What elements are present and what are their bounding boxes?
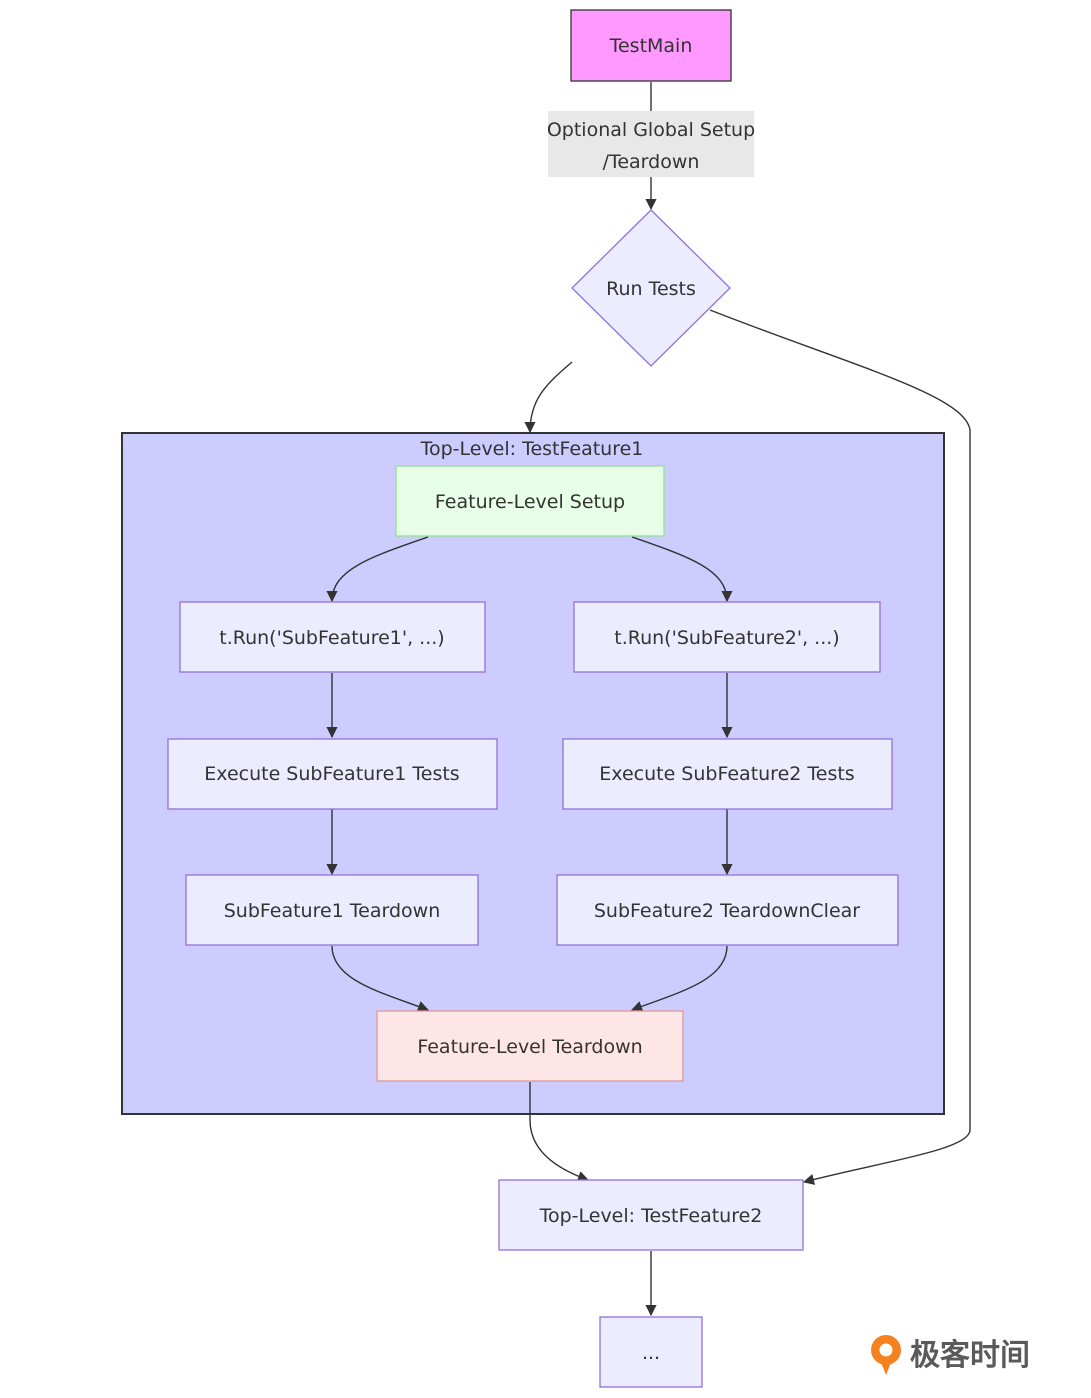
edge-teardown2-to-featureteardown bbox=[630, 945, 728, 1012]
node-subfeature2-teardown-label: SubFeature2 TeardownClear bbox=[594, 900, 860, 922]
node-ellipsis-label: ... bbox=[642, 1342, 660, 1364]
node-execute-subfeature1-label: Execute SubFeature1 Tests bbox=[204, 763, 459, 785]
node-feature-setup: Feature-Level Setup bbox=[395, 465, 665, 537]
node-run-subfeature1-label: t.Run('SubFeature1', ...) bbox=[219, 627, 444, 649]
brand-text: 极客时间 bbox=[910, 1338, 1030, 1373]
node-run-tests-label: Run Tests bbox=[606, 278, 696, 300]
edges bbox=[326, 82, 971, 1317]
edge-setup-to-runsub1 bbox=[326, 536, 429, 603]
edge-label-line-1: Optional Global Setup bbox=[547, 119, 755, 141]
node-run-tests-decision: Run Tests bbox=[571, 209, 731, 367]
node-subfeature1-teardown: SubFeature1 Teardown bbox=[185, 874, 479, 946]
edge-featureteardown-to-testfeature2 bbox=[529, 1082, 590, 1182]
edge-runtests-to-cluster bbox=[524, 361, 573, 434]
edge-setup-to-runsub2 bbox=[631, 536, 733, 603]
cluster-title: Top-Level: TestFeature1 bbox=[420, 438, 644, 460]
node-testfeature2-label: Top-Level: TestFeature2 bbox=[539, 1205, 763, 1227]
node-run-subfeature2-label: t.Run('SubFeature2', ...) bbox=[614, 627, 839, 649]
edge-label-line-2: /Teardown bbox=[603, 151, 700, 173]
node-subfeature2-teardown: SubFeature2 TeardownClear bbox=[556, 874, 899, 946]
edge-label-global-setup: Optional Global Setup /Teardown bbox=[547, 111, 755, 177]
edge-teardown1-to-featureteardown bbox=[331, 945, 430, 1012]
edge-runtests-to-testfeature2 bbox=[709, 309, 971, 1185]
node-ellipsis: ... bbox=[599, 1316, 703, 1388]
node-execute-subfeature1: Execute SubFeature1 Tests bbox=[167, 738, 498, 810]
node-testmain: TestMain bbox=[570, 9, 732, 82]
geektime-logo-icon bbox=[871, 1335, 901, 1375]
node-subfeature1-teardown-label: SubFeature1 Teardown bbox=[224, 900, 441, 922]
node-execute-subfeature2-label: Execute SubFeature2 Tests bbox=[599, 763, 854, 785]
node-run-subfeature2: t.Run('SubFeature2', ...) bbox=[573, 601, 881, 673]
node-feature-teardown: Feature-Level Teardown bbox=[376, 1010, 684, 1082]
node-execute-subfeature2: Execute SubFeature2 Tests bbox=[562, 738, 893, 810]
brand-watermark: 极客时间 bbox=[871, 1335, 1030, 1375]
node-testfeature2: Top-Level: TestFeature2 bbox=[498, 1179, 804, 1251]
node-testmain-label: TestMain bbox=[609, 35, 693, 57]
node-feature-setup-label: Feature-Level Setup bbox=[435, 491, 625, 513]
node-run-subfeature1: t.Run('SubFeature1', ...) bbox=[179, 601, 486, 673]
node-feature-teardown-label: Feature-Level Teardown bbox=[417, 1036, 642, 1058]
